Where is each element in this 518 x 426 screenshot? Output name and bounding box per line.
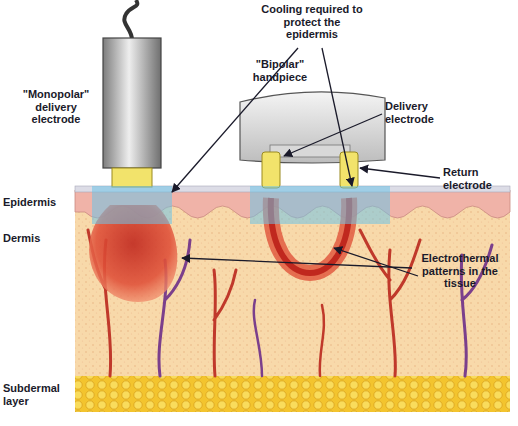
handpiece-window bbox=[270, 145, 350, 157]
monopolar-label: "Monopolar" delivery electrode bbox=[12, 88, 100, 126]
monopolar-electrode bbox=[103, 38, 161, 168]
delivery-label: Delivery electrode bbox=[385, 100, 465, 125]
layer-label: Dermis bbox=[3, 232, 73, 245]
layer-label: Epidermis bbox=[3, 196, 73, 209]
subdermal-layer bbox=[75, 376, 510, 412]
cooling-zone bbox=[92, 186, 172, 224]
layer-label: Subdermal layer bbox=[3, 382, 69, 407]
return-label: Return electrode bbox=[443, 166, 515, 191]
leader-lines bbox=[172, 48, 440, 276]
electrode-tip bbox=[112, 168, 152, 187]
cooling-label: Cooling required to protect the epidermi… bbox=[258, 3, 366, 41]
bipolar-handpiece bbox=[240, 92, 385, 163]
callout-label: Electrothermal patterns in the tissue bbox=[406, 252, 514, 290]
electrode-cable bbox=[124, 0, 137, 40]
bipolar-label: "Bipolar" handpiece bbox=[232, 58, 328, 83]
delivery-electrode bbox=[262, 152, 280, 188]
cooling-zone bbox=[250, 186, 390, 224]
